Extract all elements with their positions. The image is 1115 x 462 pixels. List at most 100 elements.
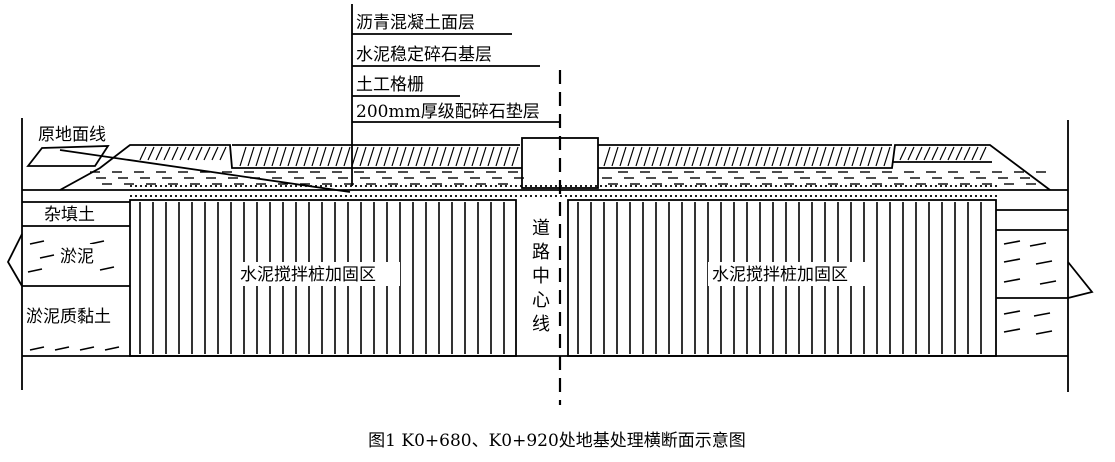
pattern-stroke <box>79 346 95 351</box>
pattern-stroke <box>819 146 827 167</box>
label-silt: 淤泥 <box>60 247 94 267</box>
label-geogrid: 土工格栅 <box>356 75 424 95</box>
pattern-stroke <box>835 146 843 167</box>
pattern-stroke <box>939 146 947 161</box>
pattern-stroke <box>723 146 731 167</box>
pattern-stroke <box>747 146 755 167</box>
pattern-stroke <box>955 146 963 161</box>
pattern-stroke <box>619 146 627 167</box>
pattern-stroke <box>399 146 407 167</box>
pattern-stroke <box>415 146 423 167</box>
pattern-stroke <box>27 268 43 273</box>
pattern-stroke <box>343 146 351 167</box>
label-road-center-line: 道 路 中 心 线 <box>532 218 550 335</box>
pattern-stroke <box>423 146 431 167</box>
pattern-stroke <box>431 146 439 167</box>
pattern-stroke <box>29 346 45 351</box>
pattern-stroke <box>923 146 931 161</box>
pattern-stroke <box>219 146 227 161</box>
pattern-stroke <box>1003 328 1021 333</box>
pattern-stroke <box>651 146 659 167</box>
pattern-stroke <box>271 146 279 167</box>
pattern-stroke <box>179 146 187 161</box>
pattern-stroke <box>463 146 471 167</box>
pattern-stroke <box>455 146 463 167</box>
pattern-stroke <box>803 146 811 167</box>
label-cement-base: 水泥稳定碎石基层 <box>356 45 492 65</box>
right-soil-strata <box>996 209 1094 335</box>
pattern-stroke <box>511 146 519 167</box>
pattern-stroke <box>375 146 383 167</box>
center-char: 路 <box>532 242 550 263</box>
pattern-stroke <box>795 146 803 167</box>
pattern-stroke <box>883 146 891 167</box>
pattern-stroke <box>203 146 211 161</box>
pattern-stroke <box>867 146 875 167</box>
left-soil-strata <box>6 201 130 351</box>
base-layer-texture <box>90 171 1046 185</box>
pattern-stroke <box>787 146 795 167</box>
pattern-stroke <box>255 146 263 167</box>
ground-line-marker <box>26 145 351 193</box>
pattern-stroke <box>771 146 779 167</box>
pattern-stroke <box>104 346 120 351</box>
center-char: 心 <box>532 290 550 311</box>
pattern-stroke <box>739 146 747 167</box>
pattern-stroke <box>971 146 979 161</box>
pattern-stroke <box>383 146 391 167</box>
pattern-stroke <box>99 266 115 271</box>
label-silty-clay: 淤泥质黏土 <box>26 307 111 327</box>
pattern-stroke <box>471 146 479 167</box>
pattern-stroke <box>139 146 147 161</box>
pattern-stroke <box>875 146 883 167</box>
label-right-zone: 水泥搅拌桩加固区 <box>712 265 848 285</box>
label-fill-soil: 杂填土 <box>44 205 95 225</box>
pattern-stroke <box>367 146 375 167</box>
pattern-stroke <box>915 146 923 161</box>
pattern-stroke <box>279 146 287 167</box>
pattern-stroke <box>643 146 651 167</box>
label-cushion-layer: 200mm厚级配碎石垫层 <box>356 102 540 122</box>
pattern-stroke <box>947 146 955 161</box>
pattern-stroke <box>311 146 319 167</box>
pattern-stroke <box>707 146 715 167</box>
pattern-stroke <box>391 146 399 167</box>
pattern-stroke <box>907 146 915 161</box>
pattern-stroke <box>859 146 867 167</box>
pattern-stroke <box>295 146 303 167</box>
pattern-stroke <box>335 146 343 167</box>
pattern-stroke <box>1033 312 1051 317</box>
label-left-zone: 水泥搅拌桩加固区 <box>240 265 376 285</box>
pattern-stroke <box>479 146 487 167</box>
pattern-stroke <box>407 146 415 167</box>
center-char: 线 <box>532 314 550 335</box>
center-char: 中 <box>532 266 550 287</box>
pattern-stroke <box>1003 258 1021 263</box>
asphalt-hatching <box>139 146 987 167</box>
pattern-stroke <box>327 146 335 167</box>
pattern-stroke <box>755 146 763 167</box>
pattern-stroke <box>147 146 155 161</box>
pattern-stroke <box>211 146 219 161</box>
pattern-stroke <box>195 146 203 161</box>
pattern-stroke <box>503 146 511 167</box>
pattern-stroke <box>899 146 907 161</box>
pattern-stroke <box>667 146 675 167</box>
pattern-stroke <box>843 146 851 167</box>
right-pile-zone <box>567 199 997 357</box>
figure-caption: 图1 K0+680、K0+920处地基处理横断面示意图 <box>368 431 746 451</box>
pattern-stroke <box>171 146 179 161</box>
pattern-stroke <box>359 146 367 167</box>
pattern-stroke <box>683 146 691 167</box>
layer-callout-leaders <box>351 4 560 186</box>
pattern-stroke <box>1003 278 1021 283</box>
center-char: 道 <box>532 218 550 239</box>
pattern-stroke <box>54 346 70 351</box>
pattern-stroke <box>263 146 271 167</box>
pattern-stroke <box>447 146 455 167</box>
label-asphalt-layer: 沥青混凝土面层 <box>356 13 475 33</box>
pattern-stroke <box>611 146 619 167</box>
pattern-stroke <box>691 146 699 167</box>
pattern-stroke <box>29 240 45 245</box>
